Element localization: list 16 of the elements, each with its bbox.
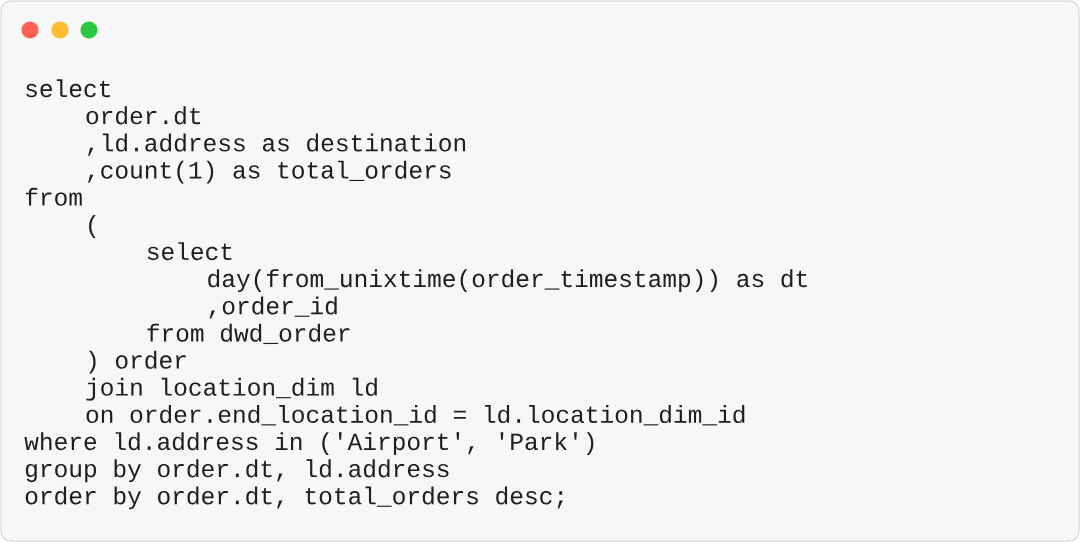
- code-line: join location_dim ld: [86, 377, 377, 401]
- code-line: where ld.address in ('Airport', 'Park'): [24, 432, 594, 455]
- code-line: ,ld.address as destination: [88, 133, 466, 156]
- code-line: select: [147, 242, 232, 261]
- code-line: ,count(1) as total_orders: [88, 160, 451, 184]
- code-line: day(from_unixtime(order_timestamp)) as dt: [208, 269, 807, 293]
- code-line: order.dt: [86, 106, 201, 125]
- code-line: group by order.dt, ld.address: [25, 459, 449, 483]
- code-line: ) order: [89, 350, 186, 374]
- code-line: ,order_id: [209, 296, 337, 319]
- code-line: on order.end_location_id = ld.location_dim_id: [86, 405, 745, 426]
- code-line: order by order.dt, total_orders desc;: [25, 486, 563, 510]
- code-line: select: [26, 79, 110, 98]
- code-line: from dwd_order: [147, 323, 350, 345]
- code-line: from: [25, 187, 82, 206]
- code-line: (: [89, 215, 96, 238]
